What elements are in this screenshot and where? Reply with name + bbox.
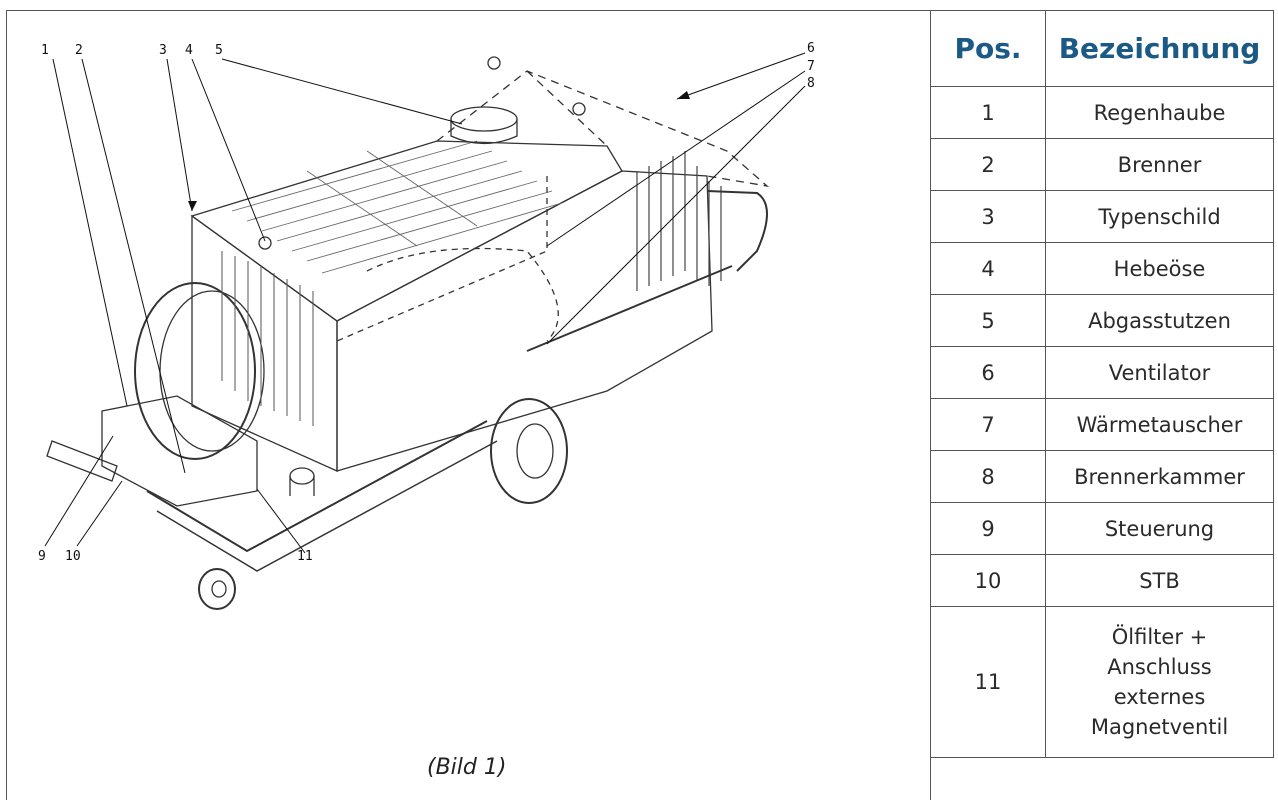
row-pos: 10	[930, 554, 1046, 607]
callout-2: 2	[75, 43, 83, 58]
table-header-row: Pos. Bezeichnung	[930, 10, 1274, 87]
row-name: Typenschild	[1045, 190, 1274, 243]
row-name: Abgasstutzen	[1045, 294, 1274, 347]
callout-5: 5	[215, 43, 223, 58]
row-name: STB	[1045, 554, 1274, 607]
row-pos: 4	[930, 242, 1046, 295]
header-name: Bezeichnung	[1045, 10, 1274, 87]
row-name-line: Magnetventil	[1090, 715, 1229, 739]
row-name: Wärmetauscher	[1045, 398, 1274, 451]
header-pos: Pos.	[930, 10, 1046, 87]
callout-6: 6	[807, 41, 815, 56]
callout-9: 9	[38, 549, 46, 564]
callout-7: 7	[807, 59, 815, 74]
callout-11: 11	[297, 549, 313, 564]
row-pos: 11	[930, 606, 1046, 758]
table-row: 11 Ölfilter + Anschluss externes Magnetv…	[930, 606, 1274, 758]
row-pos: 8	[930, 450, 1046, 503]
row-pos: 2	[930, 138, 1046, 191]
row-pos: 9	[930, 502, 1046, 555]
heater-illustration	[44, 52, 806, 610]
callout-1: 1	[41, 43, 49, 58]
row-name: Brenner	[1045, 138, 1274, 191]
callout-8: 8	[807, 76, 815, 91]
callout-4: 4	[185, 43, 193, 58]
row-name-line: Anschluss	[1107, 655, 1212, 679]
row-pos: 3	[930, 190, 1046, 243]
row-pos: 7	[930, 398, 1046, 451]
row-name: Regenhaube	[1045, 86, 1274, 139]
row-pos: 6	[930, 346, 1046, 399]
figure-caption: (Bild 1)	[427, 755, 507, 780]
row-name: Ölfilter + Anschluss externes Magnetvent…	[1045, 606, 1274, 758]
diagram-panel: 1 2 3 4 5 6 7 8 9 10 11 (Bild 1)	[6, 10, 931, 800]
row-name-line: Ölfilter +	[1111, 625, 1208, 649]
row-name: Brennerkammer	[1045, 450, 1274, 503]
callout-10: 10	[65, 549, 81, 564]
row-name: Ventilator	[1045, 346, 1274, 399]
row-name-line: externes	[1113, 685, 1206, 709]
row-name: Steuerung	[1045, 502, 1274, 555]
callout-3: 3	[159, 43, 167, 58]
row-name: Hebeöse	[1045, 242, 1274, 295]
row-pos: 1	[930, 86, 1046, 139]
row-pos: 5	[930, 294, 1046, 347]
